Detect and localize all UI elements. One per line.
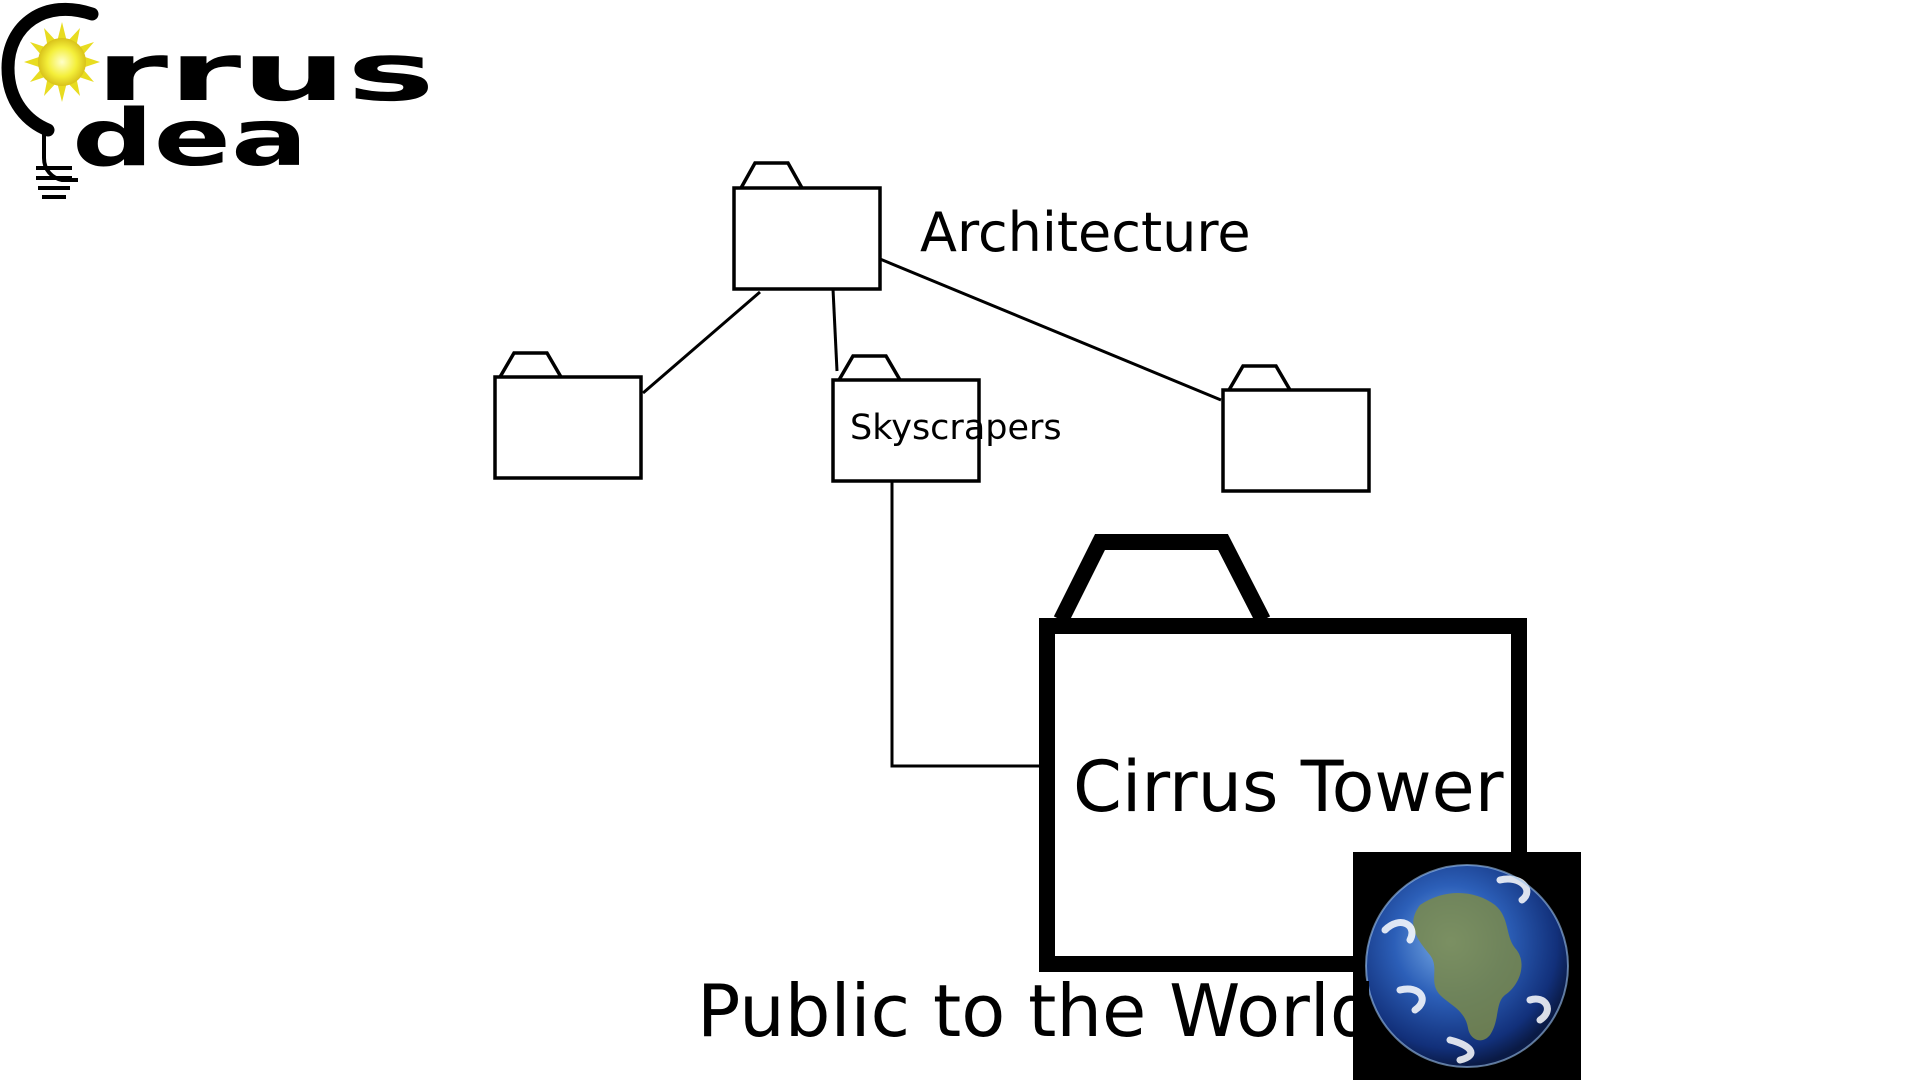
folder-label-cirrus-tower: Cirrus Tower (1073, 746, 1504, 828)
globe-clouds (1381, 875, 1551, 1064)
folder-label-architecture: Architecture (920, 201, 1251, 264)
logo-wordmark-dea: dea (72, 94, 308, 184)
globe-landmass (1413, 892, 1522, 1041)
folder-icon-root[interactable] (732, 161, 882, 291)
earth-globe-icon (1353, 852, 1581, 1080)
logo-wordmark-rrus: rrus (95, 26, 435, 119)
logo-c-arc (1, 2, 99, 137)
edge-root-right (879, 257, 1222, 402)
cirrus-idea-logo: rrus dea (1, 2, 435, 199)
bulb-base-icon (36, 128, 78, 199)
sun-icon (24, 22, 100, 102)
folder-icon-right-child[interactable] (1221, 364, 1371, 493)
caption-public-to-the-world: Public to the World (697, 969, 1376, 1053)
edge-root-left (642, 290, 761, 395)
edge-root-middle (831, 288, 839, 372)
folder-label-skyscrapers: Skyscrapers (850, 408, 1062, 448)
folder-icon-skyscrapers[interactable] (831, 354, 981, 483)
edge-middle-leaf (890, 480, 1043, 768)
connector-lines (642, 257, 1222, 768)
folder-icon-left-child[interactable] (493, 351, 643, 480)
